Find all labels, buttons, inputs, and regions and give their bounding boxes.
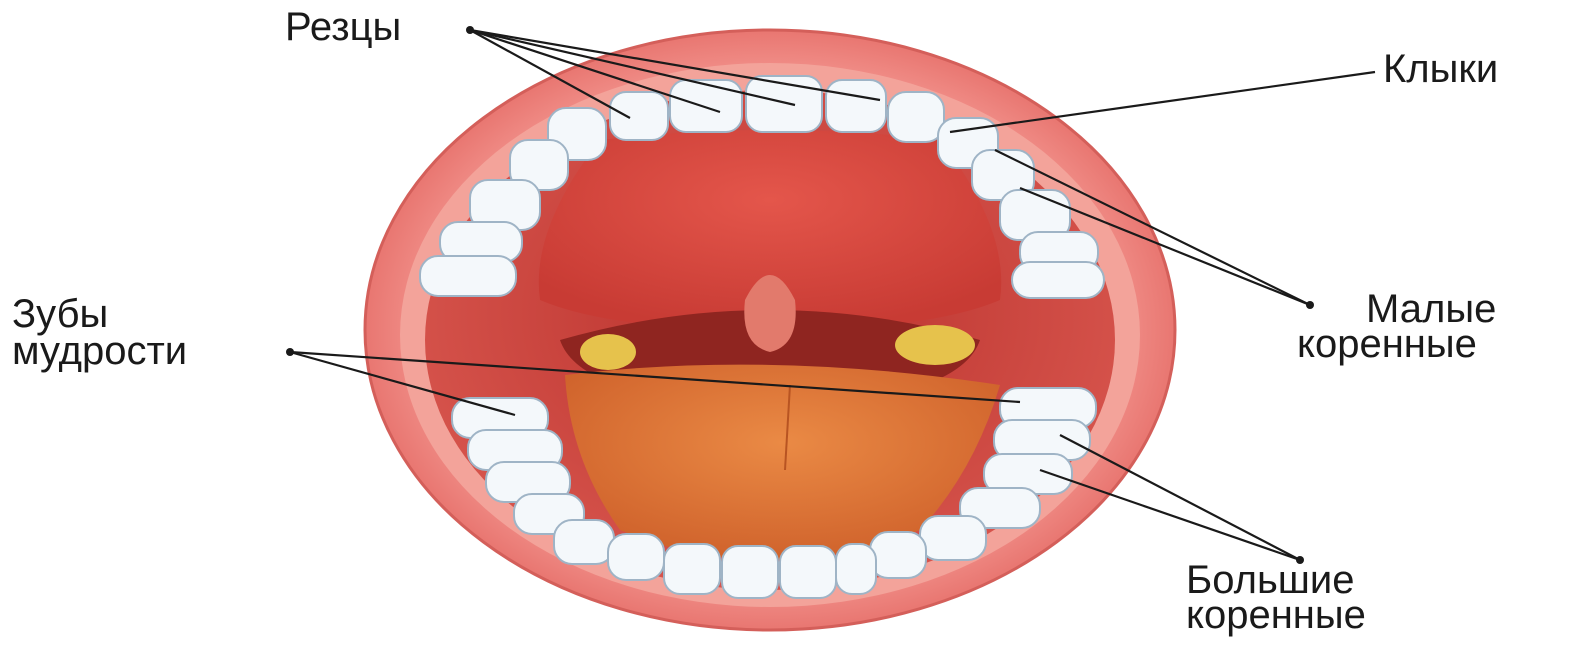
label-incisors: Резцы: [285, 5, 401, 49]
tonsil-left: [580, 334, 636, 370]
label-canines: Клыки: [1383, 47, 1498, 91]
tonsil-right: [895, 325, 975, 365]
label-molars-line2: коренные: [1186, 593, 1366, 637]
label-wisdom-line2: мудрости: [12, 329, 187, 373]
label-premolars-line2: коренные: [1297, 322, 1477, 366]
